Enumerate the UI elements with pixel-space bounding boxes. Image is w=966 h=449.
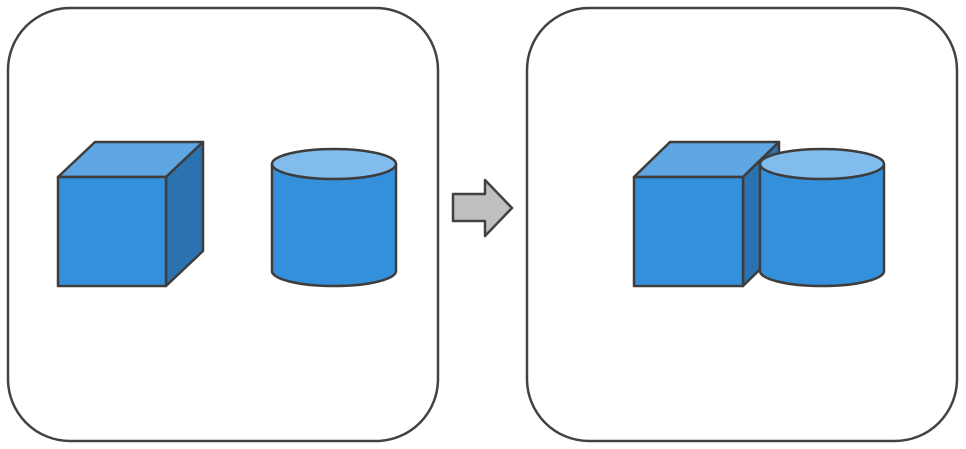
cube-icon (56, 140, 205, 288)
before-panel-frame (6, 6, 440, 443)
right-arrow-icon (451, 178, 514, 238)
cube-icon (632, 140, 781, 288)
cylinder-icon (270, 147, 398, 288)
cylinder-icon (758, 147, 886, 288)
after-panel (525, 6, 959, 443)
before-panel (6, 6, 440, 443)
